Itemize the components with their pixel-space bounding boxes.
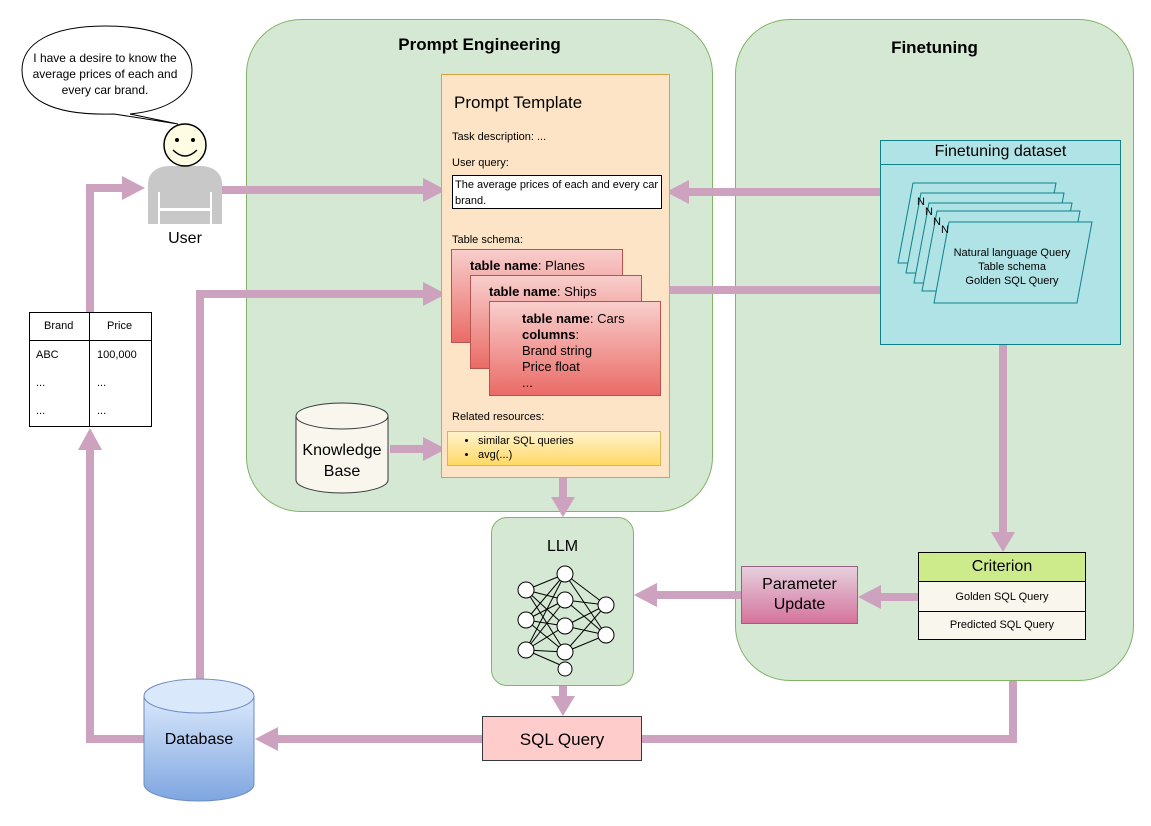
arrowhead	[551, 696, 575, 716]
related-label: Related resources:	[452, 411, 545, 423]
card-line: Natural language Query	[954, 247, 1071, 259]
card-name-label: table name	[522, 311, 590, 326]
card-letter: N	[933, 216, 941, 228]
criterion-box: Criterion Golden SQL Query Predicted SQL…	[918, 552, 1086, 640]
database-label: Database	[164, 731, 234, 748]
arrow-sql-to-criterion	[642, 658, 1017, 743]
panel-title: Prompt Engineering	[398, 35, 561, 54]
table-cell: ...	[97, 405, 107, 417]
dataset-title: Finetuning dataset	[881, 143, 1120, 165]
card-name-label: table name	[470, 258, 538, 273]
table-cell: ...	[36, 377, 46, 389]
table-schema-label: Table schema:	[452, 234, 523, 246]
card-name: : Ships	[556, 284, 597, 299]
neural-network-icon	[517, 565, 615, 677]
dataset-cards: N N N N Natural language Query Table sch…	[897, 182, 1093, 304]
criterion-row: Predicted SQL Query	[949, 619, 1055, 631]
finetuning-dataset: Finetuning dataset N N N N Natural langu…	[880, 140, 1121, 345]
table-header: Price	[107, 320, 133, 332]
card-name-label: table name	[489, 284, 557, 299]
schema-card-cars: table name: Cars columns: Brand string P…	[489, 301, 661, 396]
related-item: similar SQL queries	[478, 434, 660, 448]
speech-text: I have a desire to know the average pric…	[32, 51, 178, 97]
table-cell: ...	[97, 377, 107, 389]
card-column: Price float	[522, 359, 580, 374]
arrowhead	[78, 428, 102, 450]
card-name: : Cars	[589, 311, 625, 326]
card-letter: N	[925, 206, 933, 218]
database-cylinder	[143, 678, 255, 802]
sql-query-box: SQL Query	[482, 716, 642, 761]
knowledge-base-label: Knowledge Base	[302, 442, 382, 480]
related-resources: similar SQL queries avg(...)	[447, 431, 661, 466]
user-query-box: The average prices of each and every car…	[452, 175, 662, 209]
user-icon	[148, 123, 222, 224]
table-cell: ABC	[36, 349, 59, 361]
table-cell: ...	[36, 405, 46, 417]
related-item: avg(...)	[478, 448, 660, 462]
prompt-template: Prompt Template Task description: ... Us…	[441, 74, 670, 478]
card-line: Table schema	[978, 261, 1047, 273]
user-label: User	[168, 230, 202, 247]
arrow-database-to-table	[86, 445, 145, 743]
card-letter: N	[941, 224, 949, 236]
parameter-update: Parameter Update	[741, 566, 858, 624]
card-columns-suffix: :	[575, 327, 580, 342]
card-line: Golden SQL Query	[965, 275, 1059, 287]
llm-box: LLM	[491, 517, 634, 686]
card-column: Brand string	[522, 343, 593, 358]
arrowhead	[255, 727, 278, 751]
user-query-label: User query:	[452, 157, 509, 169]
card-columns-label: columns	[522, 327, 576, 342]
template-title: Prompt Template	[454, 93, 583, 112]
speech-bubble	[21, 25, 193, 125]
llm-label: LLM	[546, 538, 579, 555]
table-header: Brand	[44, 320, 74, 332]
task-description: Task description: ...	[452, 131, 547, 143]
card-column: ...	[522, 375, 533, 390]
card-letter: N	[917, 196, 925, 208]
arrow-table-to-user	[86, 184, 124, 312]
panel-title: Finetuning	[891, 38, 978, 57]
knowledge-base-cylinder	[295, 402, 389, 494]
criterion-title: Criterion	[919, 553, 1085, 582]
result-table: Brand Price ABC 100,000 ... ... ... ...	[29, 312, 152, 427]
card-name: : Planes	[537, 258, 585, 273]
arrowhead	[122, 176, 145, 200]
table-cell: 100,000	[97, 349, 137, 361]
criterion-row: Golden SQL Query	[955, 591, 1049, 603]
